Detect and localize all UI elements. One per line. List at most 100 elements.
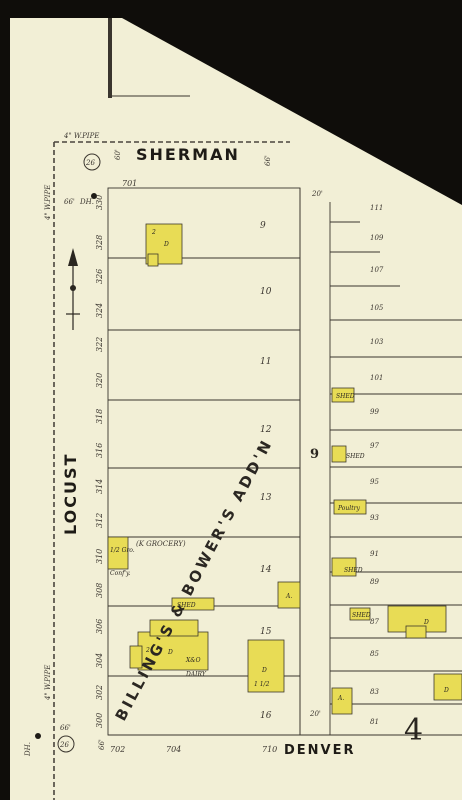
reference-number-top: 26 — [85, 159, 95, 167]
reference-number-bottom: 26 — [59, 741, 69, 749]
hydrant-label-bottom: DH. — [24, 742, 32, 757]
building-label: Conf'y. — [110, 570, 131, 577]
address-number: 308 — [95, 583, 104, 598]
building-label: D — [167, 649, 173, 656]
address-number: 97 — [370, 442, 379, 450]
address-number: 312 — [95, 513, 104, 528]
denver-address-numbers: 702 704 710 — [110, 745, 277, 754]
building-label: SHED — [344, 567, 363, 574]
building-dwelling-lot9: 2 D — [145, 223, 183, 267]
reference-circle-top — [83, 153, 101, 171]
building-label: (K GROCERY) — [136, 540, 186, 548]
address-number: 318 — [95, 409, 104, 424]
address-number: 302 — [95, 685, 104, 700]
address-number: 710 — [262, 745, 277, 754]
lot-number: 12 — [260, 425, 272, 435]
hydrant-icon — [35, 733, 41, 739]
address-number: 304 — [95, 653, 104, 668]
address-number: 105 — [370, 304, 384, 312]
street-width: 66' — [60, 724, 71, 732]
building-stories: 1 1/2 — [254, 681, 270, 688]
building-auto-lot14: A. — [277, 581, 301, 609]
building-label: Poultry — [337, 505, 360, 512]
street-name-locust: LOCUST — [61, 453, 80, 535]
building-label: D — [261, 667, 267, 674]
lot-number: 11 — [260, 357, 271, 367]
lot-number: 10 — [260, 287, 272, 297]
address-number: 701 — [122, 179, 137, 188]
street-width: 66' — [264, 155, 272, 166]
address-number: 111 — [370, 204, 383, 212]
street-name-sherman: SHERMAN — [136, 145, 240, 164]
east-address-numbers: 111 109 107 105 103 101 99 97 95 93 91 89 87 85 83 81 — [370, 204, 384, 726]
street-name-denver: DENVER — [284, 743, 356, 758]
address-number: 702 — [110, 745, 125, 754]
address-number: 328 — [95, 235, 104, 250]
lot-number: 16 — [260, 711, 272, 721]
pipe-label-west-top: 4" W.PIPE — [44, 185, 52, 221]
block-number: 9 — [310, 447, 319, 462]
lot-number: 13 — [260, 493, 272, 503]
lot-numbers: 9 10 11 12 13 14 15 16 — [260, 221, 272, 721]
building-label: DAIRY — [185, 671, 207, 678]
address-number: 89 — [370, 578, 379, 586]
north-arrow-icon — [66, 248, 80, 330]
street-width: 66' — [98, 739, 106, 750]
building-auto-e1: A. — [331, 687, 353, 715]
address-number: 324 — [95, 303, 104, 318]
lot-number: 15 — [260, 627, 272, 637]
alley-width: 20' — [309, 710, 321, 718]
address-number: 314 — [95, 479, 104, 494]
building-dwelling-e1: D — [387, 605, 447, 639]
address-number: 704 — [166, 745, 181, 754]
sheet-border-top — [108, 18, 112, 98]
building-dwelling-e2: D — [433, 673, 462, 701]
map-sheet — [10, 18, 462, 800]
building-label: SHED — [346, 453, 365, 460]
building-label: X&O — [185, 657, 201, 664]
pipe-label-west-bottom: 4" W.PIPE — [44, 665, 52, 701]
building-shed-e2: SHED — [331, 445, 365, 463]
building-poultry: Poultry — [333, 499, 367, 515]
address-number: 330 — [95, 195, 104, 210]
address-number: 83 — [370, 688, 379, 696]
address-number: 320 — [95, 373, 104, 388]
alley-width: 20' — [311, 190, 323, 198]
building-grocery: 1/2 Gro. Conf'y. (K GROCERY) — [107, 536, 186, 577]
address-number: 103 — [370, 338, 384, 346]
building-label: D — [423, 619, 429, 626]
address-number: 95 — [370, 478, 379, 486]
building-label: A. — [337, 695, 344, 702]
building-label: A. — [285, 593, 292, 600]
sheet-number: 4 — [404, 713, 423, 748]
address-number: 85 — [370, 650, 379, 658]
east-lot-lines — [330, 221, 462, 705]
lot-number: 9 — [260, 221, 266, 231]
building-shed-e1: SHED — [331, 387, 355, 403]
address-number: 81 — [370, 718, 379, 726]
address-number: 87 — [370, 618, 379, 626]
address-number: 300 — [95, 713, 104, 728]
address-number: 93 — [370, 514, 379, 522]
locust-address-numbers: 3303283263243223203183163143123103083063… — [95, 195, 104, 728]
address-number: 107 — [370, 266, 384, 274]
pipe-label-top: 4" W.PIPE — [63, 132, 99, 140]
address-number: 91 — [370, 550, 379, 558]
lot-number: 14 — [260, 565, 272, 575]
street-width: 66' — [64, 198, 75, 206]
building-label: D — [443, 687, 449, 694]
hydrant-icon — [91, 193, 97, 199]
address-number: 322 — [95, 337, 104, 352]
address-number: 109 — [370, 234, 384, 242]
hydrant-label-top: DH. — [79, 198, 94, 206]
building-dwelling-dairy: 2 D X&O DAIRY — [129, 619, 209, 678]
address-number: 101 — [370, 374, 383, 382]
address-number: 310 — [95, 549, 104, 564]
address-number: 99 — [370, 408, 379, 416]
building-label: SHED — [336, 393, 355, 400]
building-shed-lot14: SHED — [171, 597, 215, 611]
address-number: 306 — [95, 619, 104, 634]
building-shed-e3: SHED — [331, 557, 363, 577]
address-number: 326 — [95, 269, 104, 284]
